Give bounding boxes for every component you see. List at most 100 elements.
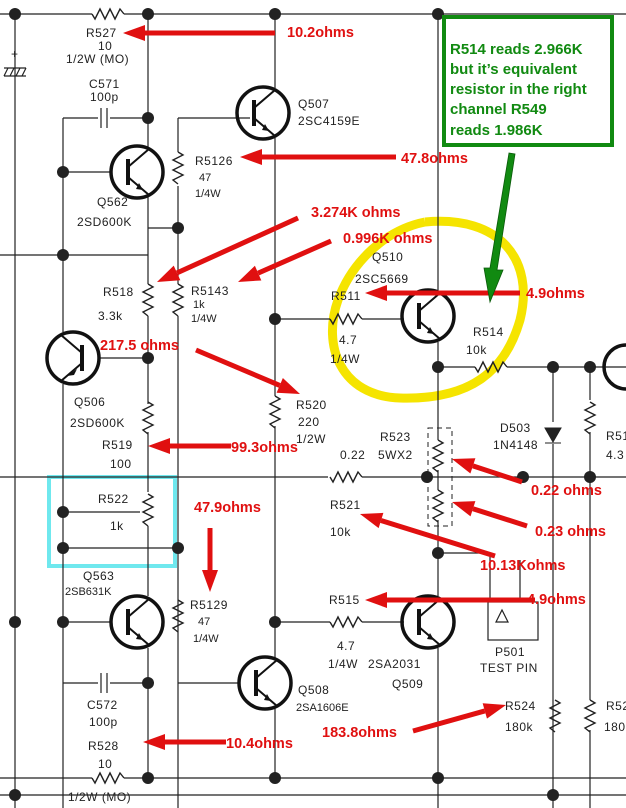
annotation-values: 10.2ohms 47.8ohms 3.274K ohms 0.996K ohm… xyxy=(100,25,606,752)
arrow-head xyxy=(365,285,387,301)
transistor-q510 xyxy=(400,288,456,344)
arrow-shaft xyxy=(412,708,486,734)
arrow-r524 xyxy=(412,703,506,734)
junction-dot xyxy=(9,789,21,801)
resistor-r520 xyxy=(268,395,282,429)
arrow-r520 xyxy=(195,347,300,394)
junction-dot xyxy=(432,8,444,20)
r5126-rating: 1/4W xyxy=(195,188,221,200)
resistor-r521 xyxy=(329,470,363,484)
arrow-r523b xyxy=(452,501,528,529)
junction-dot xyxy=(57,506,69,518)
arrow-head xyxy=(123,25,145,41)
arrow-shaft xyxy=(257,238,333,276)
r5129-value: 47 xyxy=(198,616,210,628)
r511-value: 4.7 xyxy=(339,333,357,347)
resistor-r523a xyxy=(431,439,445,473)
p501-ref: P501 xyxy=(495,645,525,659)
r523-ref: R523 xyxy=(380,430,411,444)
r518-value: 3.3k xyxy=(98,309,123,323)
resistor-r511 xyxy=(329,312,363,326)
junction-dot xyxy=(269,772,281,784)
r524-ref: R524 xyxy=(505,699,536,713)
arrow-shaft xyxy=(175,215,300,276)
annotation-r523a: 0.22 ohms xyxy=(531,483,602,499)
capacitor-electrolytic xyxy=(3,67,27,77)
d503-part: 1N4148 xyxy=(493,438,538,452)
cap-plus: + xyxy=(11,47,19,61)
junction-dot xyxy=(269,616,281,628)
r524-value: 180k xyxy=(505,720,534,734)
resistor-r523b xyxy=(431,489,445,523)
q510-part: 2SC5669 xyxy=(355,272,409,286)
note-arrow xyxy=(483,152,516,304)
junction-dot xyxy=(584,471,596,483)
annotation-arrows xyxy=(123,25,535,750)
d503-ref: D503 xyxy=(500,421,531,435)
arrow-r5126 xyxy=(240,149,396,165)
transistors xyxy=(45,85,456,711)
arrow-shaft xyxy=(472,506,528,529)
r521-value: 10k xyxy=(330,525,351,539)
r514-value: 10k xyxy=(466,343,487,357)
arrow-head xyxy=(143,734,165,750)
transistor-q508 xyxy=(237,655,293,711)
r515-rating: 1/4W xyxy=(328,657,358,671)
transistor-q506 xyxy=(45,330,101,386)
resistor-r51x xyxy=(583,401,597,435)
arrow-head xyxy=(240,149,262,165)
junction-dot xyxy=(142,8,154,20)
arrow-r527 xyxy=(123,25,275,41)
r5129-rating: 1/4W xyxy=(193,633,219,645)
c572-ref: C572 xyxy=(87,698,118,712)
arrow-shaft xyxy=(380,518,496,559)
annotation-r5126: 47.8ohms xyxy=(401,151,468,167)
annotation-r520: 217.5 ohms xyxy=(100,338,179,354)
arrow-head xyxy=(202,570,218,592)
r514-ref: R514 xyxy=(473,325,504,339)
transistor-q507 xyxy=(235,85,291,141)
r528-value: 10 xyxy=(98,757,112,771)
arrow-head xyxy=(452,458,476,474)
r522-value: 1k xyxy=(110,519,124,533)
q507-ref: Q507 xyxy=(298,97,329,111)
resistor-r518 xyxy=(141,283,155,317)
annotation-r518: 3.274K ohms xyxy=(311,205,400,221)
r520-ref: R520 xyxy=(296,398,327,412)
note-box: R514 reads 2.966K but it’s equivalent re… xyxy=(442,15,614,304)
r520-value: 220 xyxy=(298,415,320,429)
arrow-head xyxy=(360,512,384,529)
test-pin-triangle xyxy=(495,608,509,623)
q508-ref: Q508 xyxy=(298,683,329,697)
annotation-r519: 99.3ohms xyxy=(231,440,298,456)
partial-circle-right xyxy=(602,343,626,391)
junction-dot xyxy=(57,166,69,178)
junction-dot xyxy=(142,112,154,124)
r521-ref: R521 xyxy=(330,498,361,512)
arrow-r523a xyxy=(452,458,523,485)
junction-dot xyxy=(142,677,154,689)
junction-dot xyxy=(9,8,21,20)
r523-dashed-box xyxy=(427,427,453,527)
arrow-r521 xyxy=(360,512,496,559)
arrow-head xyxy=(452,501,476,517)
arrow-head xyxy=(482,703,506,719)
junction-dot xyxy=(142,352,154,364)
annotation-r5129: 47.9ohms xyxy=(194,500,261,516)
q509-ref: Q509 xyxy=(392,677,423,691)
arrow-r518 xyxy=(157,215,300,282)
r527-rating: 1/2W (MO) xyxy=(66,52,129,66)
c572-value: 100p xyxy=(89,715,118,729)
junction-dot xyxy=(57,542,69,554)
resistor-r527 xyxy=(91,7,125,21)
transistor-q563 xyxy=(109,594,165,650)
junction-dot xyxy=(584,361,596,373)
q509-part: 2SA2031 xyxy=(368,657,421,671)
r528-rating: 1/2W (MO) xyxy=(68,790,131,804)
r5143-value: 1k xyxy=(193,299,205,311)
junction-dot xyxy=(57,249,69,261)
resistor-r5126 xyxy=(171,151,185,185)
junction-dot xyxy=(547,789,559,801)
junction-dot xyxy=(172,542,184,554)
resistor-r519 xyxy=(141,401,155,435)
